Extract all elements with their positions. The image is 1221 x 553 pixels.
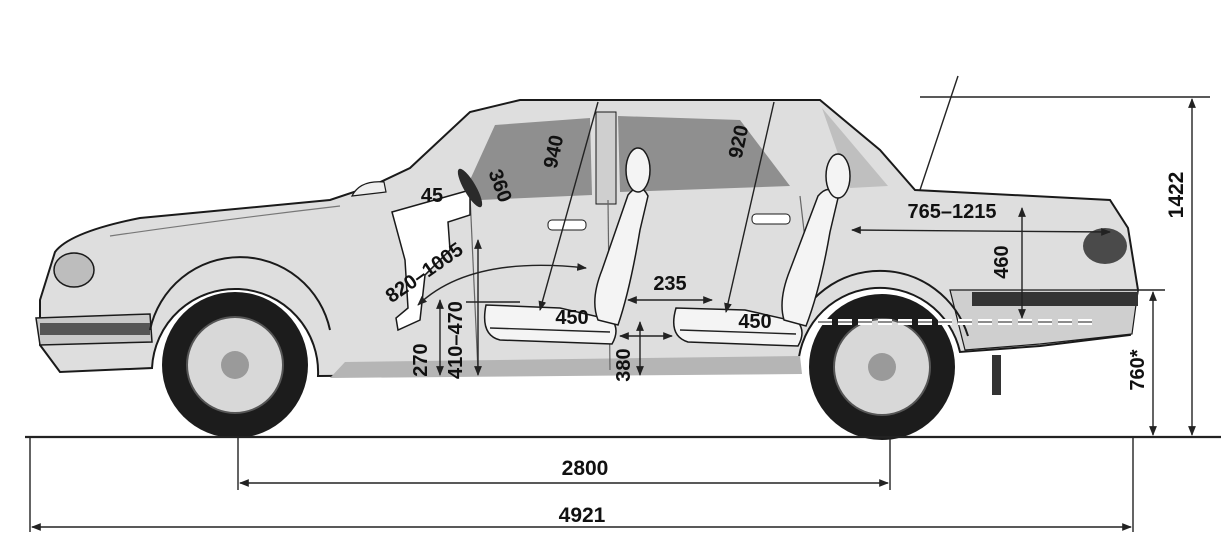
tail-light [1083, 228, 1127, 264]
front-wheel [162, 292, 308, 438]
headlight [53, 252, 95, 288]
exhaust-pipe [992, 355, 1001, 395]
floor-height-label: 270 [410, 343, 432, 376]
front-seat-height-label: 410–470 [445, 301, 467, 379]
trunk-depth-label: 460 [991, 245, 1013, 278]
front-door-handle [547, 219, 587, 231]
trunk-length-line [851, 226, 1111, 236]
front-wheel-arch [149, 256, 331, 331]
steering-angle-label: 45 [421, 185, 443, 207]
front-window [470, 118, 592, 200]
sill-shadow [330, 356, 802, 378]
rear-side-strip [972, 292, 1138, 306]
trunk-length-label: 765–1215 [908, 201, 997, 223]
sill-height-label: 760* [1127, 349, 1149, 390]
hood-line [109, 205, 341, 237]
rear-door-handle [751, 213, 791, 225]
rear-seat-width-label: 450 [738, 311, 771, 333]
interior [391, 147, 1098, 347]
rear-wheel [809, 294, 955, 440]
rear-headrest [825, 153, 851, 199]
wheelbase-label: 2800 [562, 457, 609, 480]
front-seat-width-label: 450 [555, 307, 588, 329]
pedal-arc [417, 263, 587, 306]
front-bumper-strip [40, 323, 150, 335]
sill-step-label: 380 [613, 348, 635, 381]
knee-room-label: 235 [653, 273, 686, 295]
rear-window [618, 116, 790, 192]
rear-headroom-line [724, 101, 775, 313]
side-mirror [350, 181, 387, 197]
rear-quarter-glass [822, 108, 888, 188]
height-label: 1422 [1165, 172, 1188, 219]
b-pillar [595, 111, 617, 205]
length-label: 4921 [559, 504, 606, 527]
steering-wheel [457, 168, 483, 208]
dimension-lines [25, 75, 1221, 532]
front-headrest [625, 147, 651, 193]
